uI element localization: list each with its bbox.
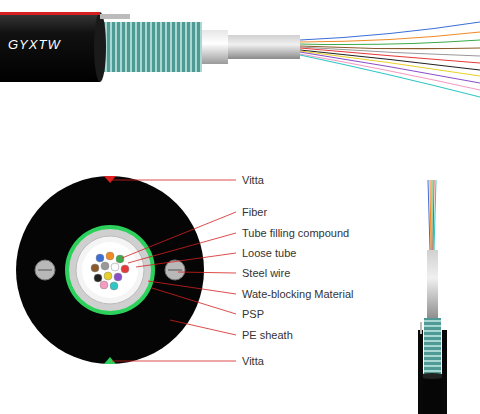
part-label: Loose tube [242,247,296,260]
vitta-stripe [0,12,100,15]
part-label: Vitta [242,174,264,187]
vitta-mark [104,357,116,364]
cable-marking: GYXTW [8,38,61,51]
cable-cross-section [16,176,204,364]
fibers [300,22,480,97]
part-label: Wate-blocking Material [242,288,353,301]
pe-sheath [0,12,100,82]
leader-lines [112,180,236,361]
loose-tube [225,35,300,59]
psp-armour [96,22,202,72]
vitta-mark [104,176,116,183]
steel-wire [100,14,130,19]
part-label: Steel wire [242,267,290,280]
part-label: Vitta [242,355,264,368]
part-label: Fiber [242,206,267,219]
part-label: PSP [242,308,264,321]
part-label: Tube filling compound [242,227,349,240]
filling-compound [200,30,228,64]
cable-side-view [0,12,480,97]
part-label: PE sheath [242,329,293,342]
cable-vertical-view [418,180,447,414]
sheath-cut-edge [94,12,106,82]
